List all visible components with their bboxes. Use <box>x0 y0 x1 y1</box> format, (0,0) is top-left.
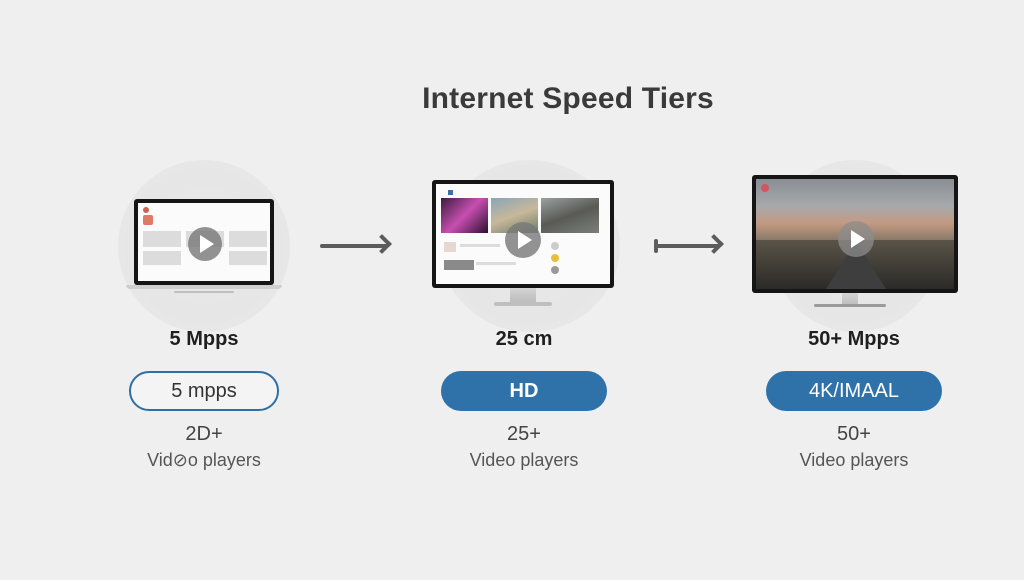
laptop-stand <box>174 291 234 293</box>
list-text <box>460 244 500 247</box>
video-thumbnail <box>441 198 488 233</box>
channel-avatar <box>143 215 153 225</box>
tv-base <box>814 304 886 307</box>
laptop-screen <box>134 199 274 285</box>
video-thumbnail <box>541 198 599 233</box>
tier-4k: 50+ Mpps 4K/IMAAL 50+ Video players <box>734 328 974 471</box>
play-icon[interactable] <box>505 222 541 258</box>
play-icon[interactable] <box>838 221 874 257</box>
page-title: Internet Speed Tiers <box>422 82 714 115</box>
arrow-right-icon <box>320 244 388 248</box>
player-caption: Vid⊘o players <box>147 450 261 470</box>
player-count: 2D+ <box>185 423 223 445</box>
tier-hd: 25 cm HD 25+ Video players <box>404 328 644 471</box>
arrow-right-icon <box>654 239 720 253</box>
quality-badge: HD <box>441 371 607 411</box>
play-icon[interactable] <box>188 227 222 261</box>
thumbnail <box>229 251 267 265</box>
list-text <box>476 262 516 265</box>
channel-avatar <box>551 254 559 262</box>
tv-stand <box>842 293 858 305</box>
channel-avatar <box>551 266 559 274</box>
monitor-screen <box>432 180 614 288</box>
tier-basic: 5 Mpps 5 mpps 2D+ Vid⊘o players <box>84 328 324 471</box>
thumbnail <box>143 251 181 265</box>
player-caption: Video players <box>799 450 909 470</box>
monitor-stand <box>510 288 536 302</box>
player-count: 25+ <box>507 423 541 445</box>
list-thumbnail <box>444 260 474 270</box>
player-count: 50+ <box>837 423 871 445</box>
monitor-screen-content <box>436 184 610 284</box>
speed-label: 50+ Mpps <box>808 328 900 350</box>
laptop-base <box>126 285 282 289</box>
channel-avatar <box>551 242 559 250</box>
laptop-screen-content <box>138 203 270 281</box>
site-logo-icon <box>143 207 149 213</box>
speed-label: 5 Mpps <box>169 328 239 350</box>
tv-screen <box>752 175 958 293</box>
quality-badge: 5 mpps <box>129 371 279 411</box>
thumbnail <box>229 231 267 247</box>
site-logo-icon <box>448 190 453 195</box>
channel-avatar <box>761 184 769 192</box>
speed-label: 25 cm <box>495 328 553 350</box>
monitor-base <box>494 302 552 306</box>
quality-badge: 4K/IMAAL <box>766 371 942 411</box>
tv-screen-content <box>756 179 954 289</box>
thumbnail <box>143 231 181 247</box>
player-caption: Video players <box>469 450 579 470</box>
list-thumbnail <box>444 242 456 252</box>
